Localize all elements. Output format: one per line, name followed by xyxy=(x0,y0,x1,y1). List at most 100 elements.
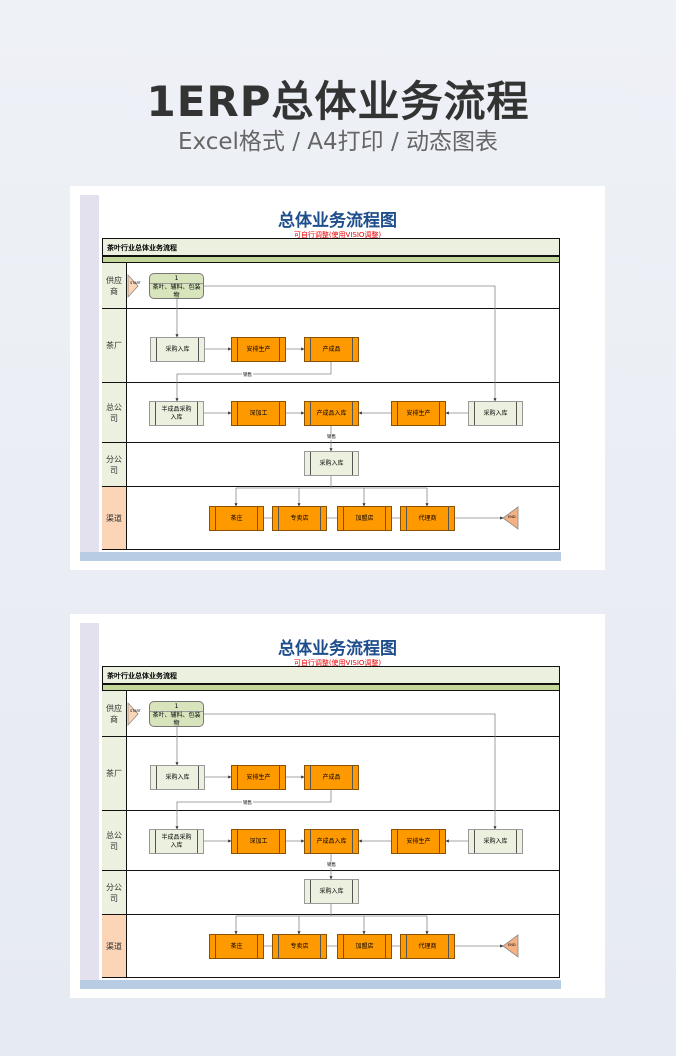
flowchart-preview-2: 总体业务流程图 可自行调整(使用VISIO调整) 茶叶行业总体业务流程 供应商 … xyxy=(70,614,605,998)
sheet-note: 可自行调整(使用VISIO调整) xyxy=(293,659,382,667)
swimlane xyxy=(102,309,560,383)
box-label: 安排生产 xyxy=(246,773,271,781)
process-box[interactable]: 半成品采购入库 xyxy=(149,401,204,426)
flow-label: 销售 xyxy=(326,862,337,868)
process-box[interactable]: 产成品入库 xyxy=(304,829,359,854)
flow-connectors xyxy=(127,273,519,530)
end-triangle xyxy=(502,934,519,958)
start-label: START xyxy=(130,281,141,285)
header-band xyxy=(102,256,560,263)
box-label: 采购入库 xyxy=(165,345,190,353)
box-label: 茶庄 xyxy=(230,514,243,522)
lane-label: 分公司 xyxy=(102,443,127,487)
end-label: END xyxy=(508,515,516,519)
lane-label: 供应商 xyxy=(102,263,127,309)
lane-label: 茶厂 xyxy=(102,309,127,383)
process-box[interactable]: 采购入库 xyxy=(150,765,205,790)
box-label: 产成品入库 xyxy=(316,409,347,417)
lane-label: 总公司 xyxy=(102,811,127,871)
lane-label: 渠道 xyxy=(102,487,127,550)
sheet-bottom-bar xyxy=(80,552,561,561)
sheet-left-strip xyxy=(80,623,99,988)
process-box[interactable]: 半成品采购入库 xyxy=(149,829,204,854)
process-box[interactable]: 采购入库 xyxy=(468,829,523,854)
box-label: 采购入库 xyxy=(483,409,508,417)
process-box[interactable]: 采购入库 xyxy=(150,337,205,362)
process-box[interactable]: 安排生产 xyxy=(391,829,446,854)
box-label: 采购入库 xyxy=(319,887,344,895)
process-box[interactable]: 产成品 xyxy=(304,765,359,790)
flow-connectors xyxy=(127,701,519,958)
box-label: 加盟店 xyxy=(355,942,374,950)
channel-box[interactable]: 加盟店 xyxy=(337,506,392,531)
swimlane xyxy=(102,691,560,737)
box-label: 代理商 xyxy=(418,514,437,522)
box-label: 茶庄 xyxy=(230,942,243,950)
swimlane xyxy=(102,737,560,811)
flow-label: 销售 xyxy=(326,434,337,440)
box-label: 产成品 xyxy=(322,345,341,353)
channel-box[interactable]: 加盟店 xyxy=(337,934,392,959)
flow-label: 销售 xyxy=(242,800,253,806)
box-label: 加盟店 xyxy=(355,514,374,522)
flow-label: 销售 xyxy=(242,372,253,378)
sheet-bottom-bar xyxy=(80,980,561,989)
lane-label: 渠道 xyxy=(102,915,127,978)
swimlane xyxy=(102,915,560,978)
box-label: 深加工 xyxy=(249,837,268,845)
channel-box[interactable]: 专卖店 xyxy=(272,506,327,531)
sheet-title: 总体业务流程图 xyxy=(278,639,397,659)
page-heading: 1ERP总体业务流程 xyxy=(146,77,530,126)
start-triangle xyxy=(127,273,139,299)
box-label: 半成品采购入库 xyxy=(161,405,192,421)
process-box[interactable]: 产成品入库 xyxy=(304,401,359,426)
box-label: 采购入库 xyxy=(319,459,344,467)
box-label: 专卖店 xyxy=(290,514,309,522)
process-box[interactable]: 采购入库 xyxy=(468,401,523,426)
channel-box[interactable]: 专卖店 xyxy=(272,934,327,959)
process-box[interactable]: 深加工 xyxy=(231,401,286,426)
box-label: 茶叶、辅料、包装物 xyxy=(152,284,201,299)
process-box[interactable]: 安排生产 xyxy=(391,401,446,426)
end-label: END xyxy=(508,943,516,947)
process-box[interactable]: 采购入库 xyxy=(304,451,359,476)
start-triangle xyxy=(127,701,139,727)
page-subheading: Excel格式 / A4打印 / 动态图表 xyxy=(177,129,499,155)
box-number: 1 xyxy=(150,275,203,284)
table-header: 茶叶行业总体业务流程 xyxy=(102,238,560,256)
box-number: 1 xyxy=(150,703,203,712)
sheet-title: 总体业务流程图 xyxy=(278,211,397,231)
box-label: 代理商 xyxy=(418,942,437,950)
swimlane xyxy=(102,487,560,550)
channel-box[interactable]: 代理商 xyxy=(400,506,455,531)
process-box[interactable]: 安排生产 xyxy=(231,765,286,790)
box-label: 专卖店 xyxy=(290,942,309,950)
box-label: 产成品入库 xyxy=(316,837,347,845)
process-box[interactable]: 产成品 xyxy=(304,337,359,362)
box-label: 半成品采购入库 xyxy=(161,833,192,849)
box-label: 安排生产 xyxy=(406,409,431,417)
end-triangle xyxy=(502,506,519,530)
process-box[interactable]: 深加工 xyxy=(231,829,286,854)
header-band xyxy=(102,684,560,691)
process-box[interactable]: 安排生产 xyxy=(231,337,286,362)
box-label: 安排生产 xyxy=(246,345,271,353)
lane-label: 分公司 xyxy=(102,871,127,915)
channel-box[interactable]: 茶庄 xyxy=(209,934,264,959)
channel-box[interactable]: 茶庄 xyxy=(209,506,264,531)
box-label: 茶叶、辅料、包装物 xyxy=(152,712,201,727)
box-label: 采购入库 xyxy=(165,773,190,781)
box-label: 安排生产 xyxy=(406,837,431,845)
box-label: 深加工 xyxy=(249,409,268,417)
start-label: START xyxy=(130,709,141,713)
lane-label: 茶厂 xyxy=(102,737,127,811)
table-header: 茶叶行业总体业务流程 xyxy=(102,666,560,684)
process-box[interactable]: 采购入库 xyxy=(304,879,359,904)
channel-box[interactable]: 代理商 xyxy=(400,934,455,959)
flowchart-preview-1: 总体业务流程图 可自行调整(使用VISIO调整) 茶叶行业总体业务流程 供应商 … xyxy=(70,186,605,570)
box-label: 采购入库 xyxy=(483,837,508,845)
lane-label: 总公司 xyxy=(102,383,127,443)
sheet-note: 可自行调整(使用VISIO调整) xyxy=(293,231,382,239)
